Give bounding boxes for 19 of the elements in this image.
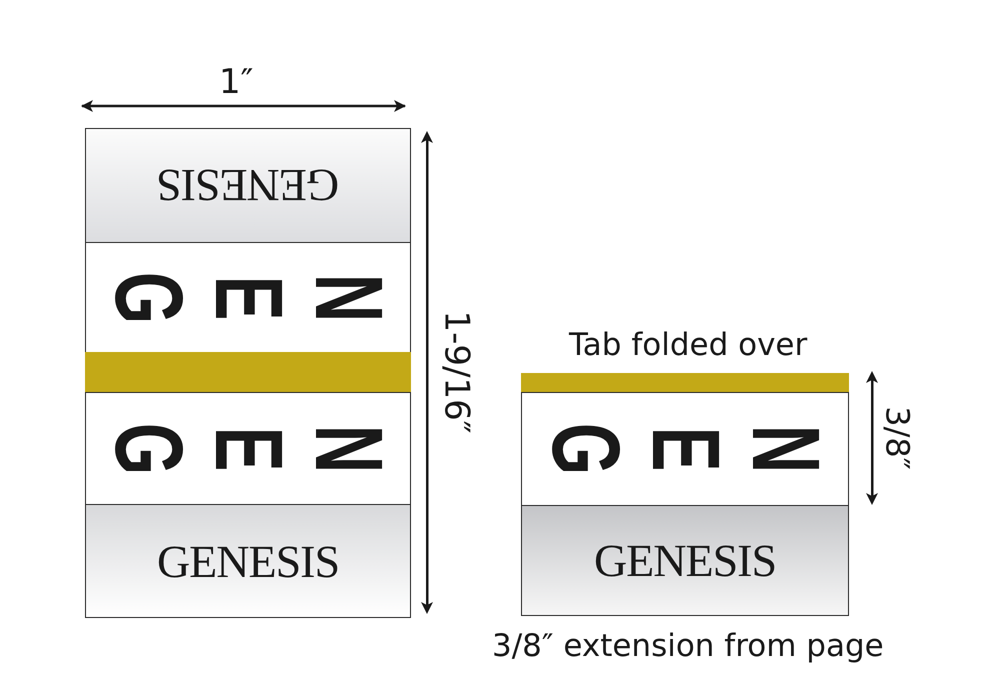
tab-band (85, 242, 411, 353)
upside-down-book-name: GENESIS (156, 159, 340, 212)
tab-band (85, 504, 411, 618)
caption-text: 3/8″ extension from page (492, 630, 884, 662)
tab-abbreviation: GEN (98, 421, 398, 477)
caption-text: Tab folded over (569, 330, 808, 360)
tab-band (521, 505, 849, 616)
color-stripe (521, 373, 849, 393)
dimension-label: 1-9/16″ (438, 310, 473, 434)
tab-abbreviation: GEN (98, 270, 398, 326)
tab-abbreviation: GEN (535, 422, 835, 478)
tab-band (521, 392, 849, 506)
book-name: GENESIS (594, 534, 776, 587)
color-stripe (85, 352, 411, 393)
book-name: GENESIS (156, 534, 340, 588)
dimension-label: 1″ (219, 65, 254, 99)
tab-band (85, 128, 411, 243)
dimension-label: 3/8″ (881, 406, 914, 470)
tab-band (85, 392, 411, 505)
